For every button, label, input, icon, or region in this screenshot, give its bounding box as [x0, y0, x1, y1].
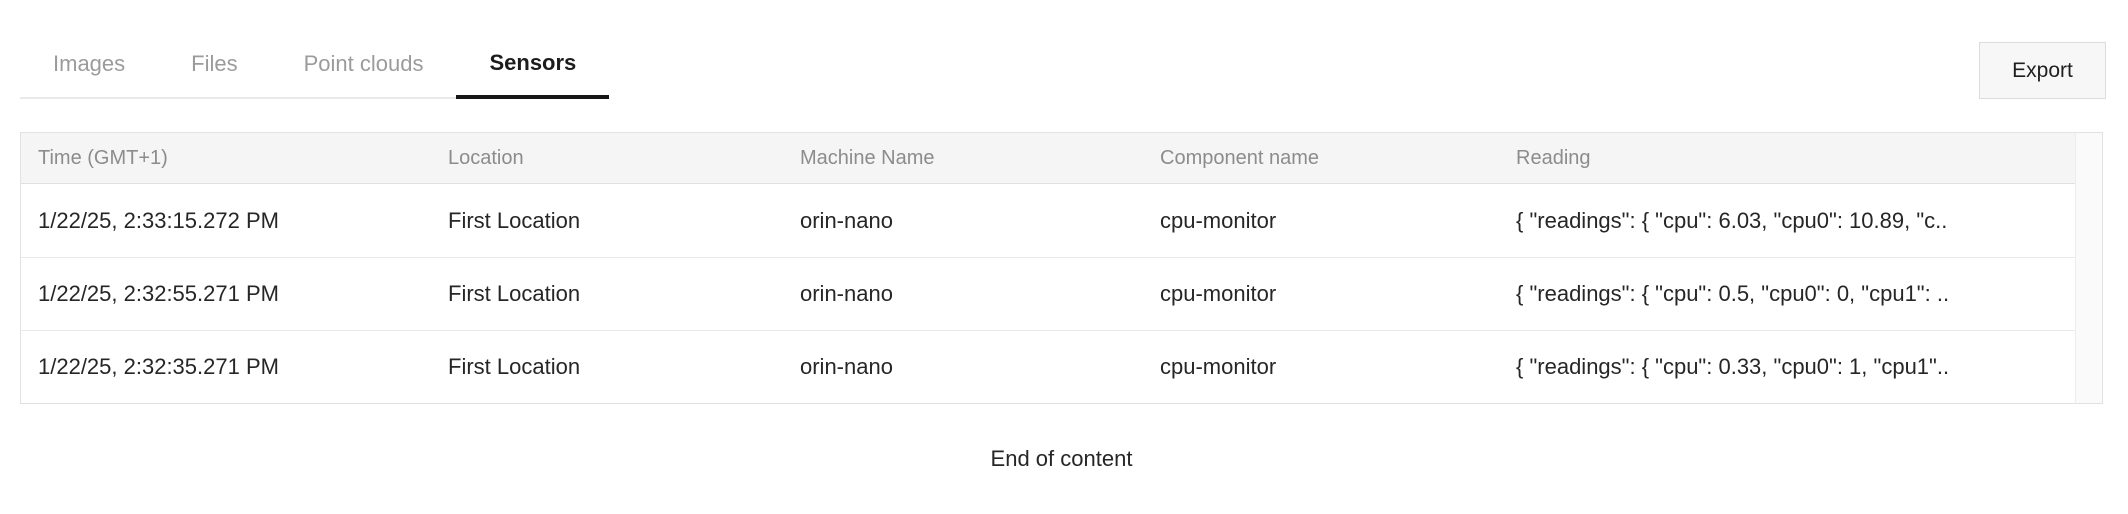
column-header-reading: Reading — [1516, 146, 1591, 169]
cell-location: First Location — [448, 281, 581, 306]
tab-images[interactable]: Images — [53, 50, 126, 76]
cell-machine-name: orin-nano — [800, 281, 893, 306]
column-header-machine-name: Machine Name — [800, 146, 935, 169]
cell-machine-name: orin-nano — [800, 207, 893, 233]
sensors-table-content: Time (GMT+1) Location Machine Name Compo… — [21, 133, 2075, 403]
column-header-time: Time (GMT+1) — [38, 146, 168, 169]
export-button[interactable]: Export — [1979, 42, 2106, 99]
table-row[interactable]: 1/22/25, 2:32:35.271 PM First Location o… — [21, 330, 2075, 403]
end-of-content-label: End of content — [990, 446, 1133, 471]
table-header-row: Time (GMT+1) Location Machine Name Compo… — [21, 133, 2075, 184]
tab-point-clouds[interactable]: Point clouds — [303, 50, 424, 76]
cell-component-name: cpu-monitor — [1160, 354, 1277, 379]
table-row[interactable]: 1/22/25, 2:33:15.272 PM First Location o… — [21, 184, 2075, 257]
column-header-location: Location — [448, 146, 524, 169]
column-header-component-name: Component name — [1160, 146, 1319, 169]
cell-component-name: cpu-monitor — [1160, 207, 1277, 233]
tab-bar: Images Files Point clouds Sensors — [20, 0, 610, 99]
cell-time: 1/22/25, 2:32:55.271 PM — [38, 281, 279, 306]
cell-reading: { "readings": { "cpu": 0.5, "cpu0": 0, "… — [1516, 281, 1950, 306]
table-scrollbar-gutter[interactable] — [2075, 133, 2102, 403]
tab-files[interactable]: Files — [191, 50, 238, 76]
tab-sensors[interactable]: Sensors — [456, 0, 610, 99]
top-bar: Images Files Point clouds Sensors Export — [20, 0, 2106, 99]
cell-time: 1/22/25, 2:32:35.271 PM — [38, 354, 279, 379]
table-row[interactable]: 1/22/25, 2:32:55.271 PM First Location o… — [21, 257, 2075, 330]
cell-location: First Location — [448, 354, 581, 379]
sensors-table: Time (GMT+1) Location Machine Name Compo… — [20, 132, 2103, 404]
cell-time: 1/22/25, 2:33:15.272 PM — [38, 207, 279, 233]
cell-reading: { "readings": { "cpu": 6.03, "cpu0": 10.… — [1516, 207, 1948, 233]
cell-location: First Location — [448, 207, 581, 233]
cell-reading: { "readings": { "cpu": 0.33, "cpu0": 1, … — [1516, 354, 1950, 379]
cell-machine-name: orin-nano — [800, 354, 893, 379]
cell-component-name: cpu-monitor — [1160, 281, 1277, 306]
